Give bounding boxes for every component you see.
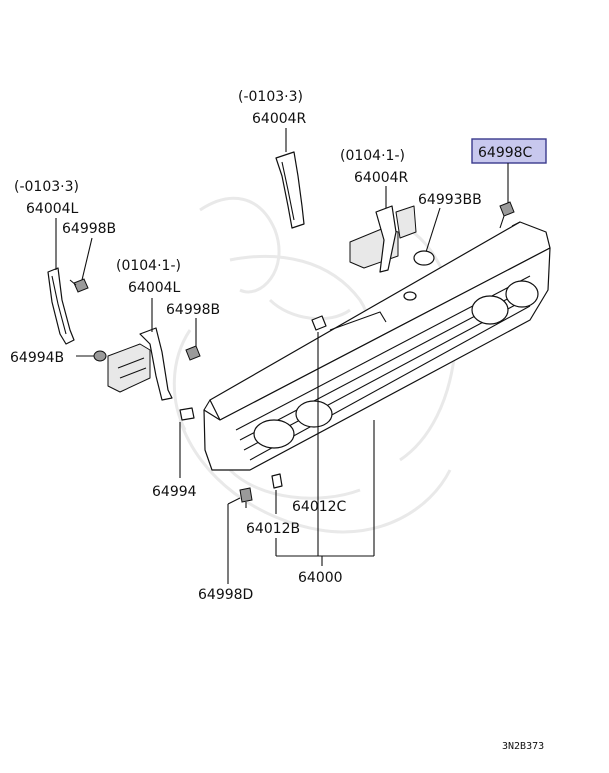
leader-64000 — [275, 420, 375, 566]
label-64012C: 64012C — [292, 499, 347, 515]
label-64004R-old: 64004R — [252, 111, 307, 127]
label-64004L-new: 64004L — [128, 280, 181, 296]
clip-64012B — [271, 473, 283, 514]
label-64000: 64000 — [298, 570, 343, 586]
label-64004R-new: 64004R — [354, 170, 409, 186]
bolt-64998B-mid — [185, 318, 201, 361]
nut-64994B — [76, 350, 107, 362]
label-range-r-old: (-0103·3) — [238, 89, 303, 105]
bracket-64004L-old — [47, 218, 75, 345]
bolt-64998D — [227, 487, 253, 584]
label-range-l-new: (0104·1-) — [116, 258, 181, 274]
bolt-64998B-left — [69, 237, 93, 293]
label-64998B-left: 64998B — [62, 221, 116, 237]
label-64998B-mid: 64998B — [166, 302, 220, 318]
label-64994B: 64994B — [10, 350, 64, 366]
bracket-64004R-new — [349, 186, 417, 273]
bolt-64998C — [499, 201, 515, 229]
bumper-64000 — [203, 221, 551, 471]
bracket-64004R-old — [275, 128, 305, 229]
label-64004L-old: 64004L — [26, 201, 79, 217]
clip-64012C — [311, 315, 327, 556]
label-range-r-new: (0104·1-) — [340, 148, 405, 164]
label-range-l-old: (-0103·3) — [14, 179, 79, 195]
label-64994: 64994 — [152, 484, 197, 500]
grommet-64993BB — [413, 207, 441, 266]
label-64012B: 64012B — [246, 521, 300, 537]
clip-64994 — [179, 407, 195, 478]
diagram-code: 3N2B373 — [502, 741, 544, 752]
highlight-64998C[interactable]: 64998C — [471, 138, 547, 164]
label-64998D: 64998D — [198, 587, 253, 603]
bracket-64004L-new — [107, 298, 173, 401]
label-64998C[interactable]: 64998C — [478, 145, 533, 161]
label-64993BB: 64993BB — [418, 192, 482, 208]
